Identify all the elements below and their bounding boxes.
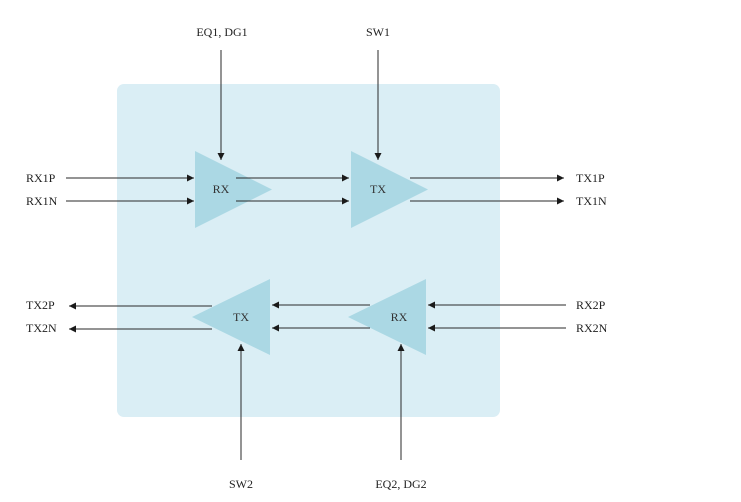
sw2-label: SW2 [229, 477, 253, 491]
rx1n-label: RX1N [26, 194, 58, 208]
tx1n-label: TX1N [576, 194, 607, 208]
rx1p-label: RX1P [26, 171, 56, 185]
lower-rx-label: RX [391, 310, 408, 324]
upper-tx-amplifier [351, 151, 428, 228]
upper-rx-label: RX [213, 182, 230, 196]
eq1-dg1-label: EQ1, DG1 [196, 25, 247, 39]
chip-panel [117, 84, 500, 417]
upper-rx-amplifier [195, 151, 272, 228]
tx1p-label: TX1P [576, 171, 605, 185]
rx2p-label: RX2P [576, 298, 606, 312]
upper-tx-label: TX [370, 182, 386, 196]
lower-tx-label: TX [233, 310, 249, 324]
eq2-dg2-label: EQ2, DG2 [375, 477, 426, 491]
lower-tx-amplifier [192, 279, 270, 355]
tx2p-label: TX2P [26, 298, 55, 312]
tx2n-label: TX2N [26, 321, 57, 335]
sw1-label: SW1 [366, 25, 390, 39]
lower-rx-amplifier [348, 279, 426, 355]
rx2n-label: RX2N [576, 321, 608, 335]
